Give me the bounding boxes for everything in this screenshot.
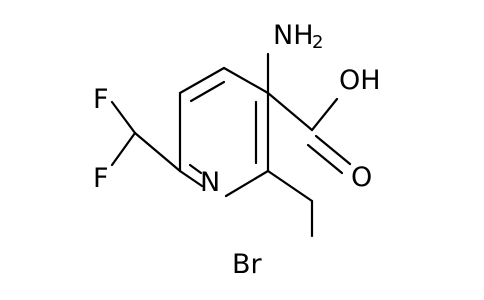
bond-n-c2-inner (188, 163, 203, 175)
carbonyl-oxygen-label: O (351, 162, 372, 193)
substituent-bonds (110, 52, 352, 238)
fluorine-top-label: F (93, 84, 109, 115)
hydroxyl-label: OH (339, 65, 381, 96)
bond-ring-cooh (266, 91, 314, 132)
bond-c-oh (310, 97, 339, 132)
fluorine-bottom-label: F (93, 163, 109, 194)
bond-c-o-double-2 (306, 143, 344, 175)
bond-c4-c5 (222, 66, 270, 95)
bond-ring-chf2 (133, 131, 182, 173)
bond-c-f-bottom (110, 131, 137, 167)
bond-c6-c1 (224, 169, 270, 198)
bond-c3-c4-inner (189, 80, 226, 103)
bond-c3-c4 (178, 66, 226, 95)
pyridine-ring (178, 66, 270, 198)
bond-c-o-double-1 (314, 134, 352, 166)
amino-label: NH (273, 20, 314, 51)
bond-c-f-top (110, 100, 137, 135)
bond-n-c2 (178, 169, 204, 188)
ring-nitrogen-label: N (200, 167, 220, 198)
amino-subscript: 2 (312, 32, 323, 53)
bromine-label: Br (232, 249, 263, 280)
bond-ring-ch2 (266, 169, 314, 203)
